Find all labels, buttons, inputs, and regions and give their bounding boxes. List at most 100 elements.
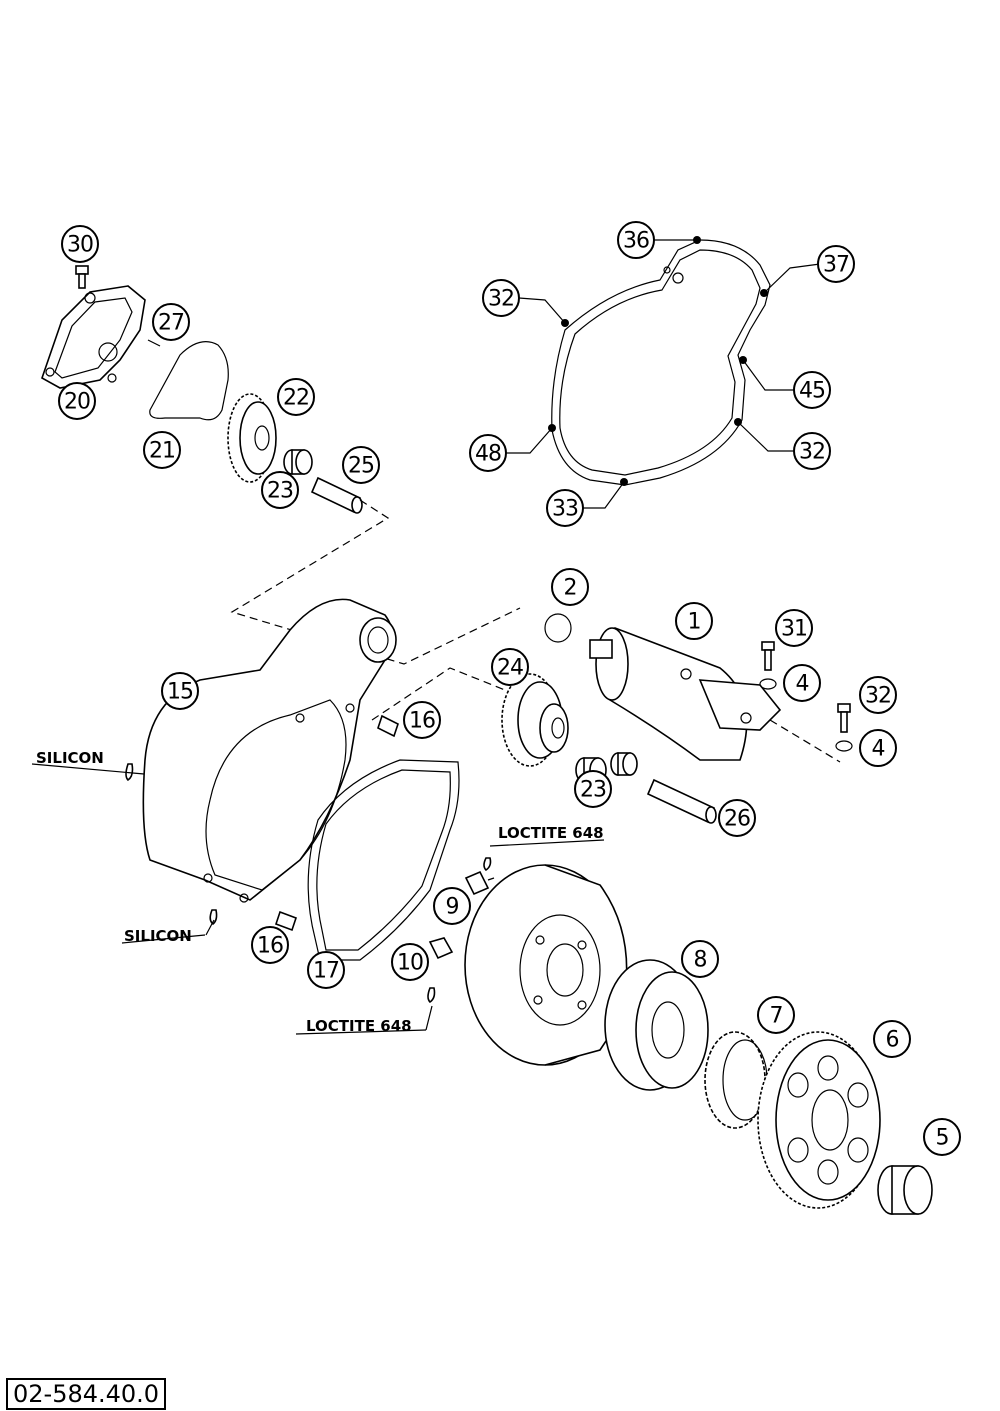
callout-c45: 45 xyxy=(793,371,831,409)
callout-label: 8 xyxy=(694,948,707,973)
screw-part-30 xyxy=(75,265,89,289)
callout-c16a: 16 xyxy=(403,701,441,739)
screw-part-9 xyxy=(464,857,495,896)
bolt-part-31 xyxy=(761,641,775,671)
callout-circle xyxy=(152,303,190,341)
callout-c25: 25 xyxy=(342,446,380,484)
callout-c23a: 23 xyxy=(261,471,299,509)
callout-label: 10 xyxy=(397,951,423,976)
callout-circle xyxy=(143,431,181,469)
callout-c48: 48 xyxy=(469,434,507,472)
gear-part-6 xyxy=(757,1031,881,1209)
callout-label: 32 xyxy=(488,287,514,312)
callout-circle xyxy=(391,943,429,981)
callout-circle xyxy=(403,701,441,739)
callout-c1: 1 xyxy=(675,602,713,640)
needle-bearing-part-5 xyxy=(877,1165,933,1215)
callout-circle xyxy=(342,446,380,484)
callout-c31: 31 xyxy=(775,609,813,647)
callout-c26: 26 xyxy=(718,799,756,837)
callout-label: 4 xyxy=(872,737,885,762)
callout-label: 32 xyxy=(865,684,891,709)
note-loctite-top: LOCTITE 648 xyxy=(498,824,604,842)
callout-circle xyxy=(277,378,315,416)
note-loctite-bottom: LOCTITE 648 xyxy=(306,1017,412,1035)
callout-label: 24 xyxy=(497,656,523,681)
leader-lines xyxy=(31,239,821,1035)
bolt-part-32 xyxy=(837,703,851,733)
callout-c32a: 32 xyxy=(482,279,520,317)
callout-c4a: 4 xyxy=(783,664,821,702)
callout-c32c: 32 xyxy=(859,676,897,714)
callout-label: 9 xyxy=(446,895,459,920)
callout-circle xyxy=(775,609,813,647)
callout-label: 37 xyxy=(823,253,849,278)
silicon-drop-bottom xyxy=(209,909,218,926)
callout-c8: 8 xyxy=(681,940,719,978)
callout-c33: 33 xyxy=(546,489,584,527)
dowel-part-16-lower xyxy=(274,910,298,932)
callout-c16b: 16 xyxy=(251,926,289,964)
callout-circle xyxy=(261,471,299,509)
flywheel-rotor xyxy=(464,864,628,1066)
callout-label: 21 xyxy=(149,439,175,464)
callout-c30: 30 xyxy=(61,225,99,263)
gasket-part-17 xyxy=(307,759,460,961)
callout-circle xyxy=(469,434,507,472)
callout-label: 22 xyxy=(283,386,309,411)
callout-c20: 20 xyxy=(58,382,96,420)
oring-part-21 xyxy=(149,341,229,421)
callout-circle xyxy=(546,489,584,527)
callout-c37: 37 xyxy=(817,245,855,283)
callout-circle xyxy=(675,602,713,640)
callout-circle xyxy=(873,1020,911,1058)
shaft-part-25 xyxy=(310,476,363,514)
ignition-cover-gasket xyxy=(548,236,771,486)
callout-c21: 21 xyxy=(143,431,181,469)
washer-part-4-upper xyxy=(759,678,777,690)
callout-c22: 22 xyxy=(277,378,315,416)
callout-circle xyxy=(817,245,855,283)
callout-label: 2 xyxy=(564,576,577,601)
callout-c23b: 23 xyxy=(574,770,612,808)
callout-c36: 36 xyxy=(617,221,655,259)
callout-label: 6 xyxy=(886,1028,899,1053)
callout-label: 27 xyxy=(158,311,184,336)
callout-circle xyxy=(251,926,289,964)
callout-circle xyxy=(58,382,96,420)
callout-c2: 2 xyxy=(551,568,589,606)
callout-label: 23 xyxy=(580,778,606,803)
callout-label: 31 xyxy=(781,617,807,642)
callout-label: 4 xyxy=(796,672,809,697)
callout-label: 15 xyxy=(167,680,193,705)
callout-label: 48 xyxy=(475,442,501,467)
ignition-cover-part-15 xyxy=(142,598,397,903)
callout-circle xyxy=(617,221,655,259)
callout-circle xyxy=(681,940,719,978)
callout-circle xyxy=(783,664,821,702)
callout-circle xyxy=(757,996,795,1034)
pin-part-27 xyxy=(147,339,161,347)
bearing-part-23-upper xyxy=(283,449,313,475)
gear-part-22 xyxy=(227,393,277,483)
gear-part-24 xyxy=(501,673,569,767)
callout-label: 17 xyxy=(313,959,339,984)
shaft-part-26 xyxy=(646,778,717,824)
starter-motor-part-1 xyxy=(589,627,782,761)
note-silicon-top: SILICON xyxy=(36,749,104,767)
washer-part-4-lower xyxy=(835,740,853,752)
callout-c10: 10 xyxy=(391,943,429,981)
callout-label: 30 xyxy=(67,233,93,258)
callout-label: 23 xyxy=(267,479,293,504)
callout-circle xyxy=(551,568,589,606)
callout-c32b: 32 xyxy=(793,432,831,470)
callout-c17: 17 xyxy=(307,951,345,989)
note-silicon-bottom: SILICON xyxy=(124,927,192,945)
callout-label: 16 xyxy=(257,934,283,959)
callout-c7: 7 xyxy=(757,996,795,1034)
drawing-number: 02-584.40.0 xyxy=(6,1378,167,1410)
callout-label: 36 xyxy=(623,229,649,254)
callout-label: 45 xyxy=(799,379,825,404)
